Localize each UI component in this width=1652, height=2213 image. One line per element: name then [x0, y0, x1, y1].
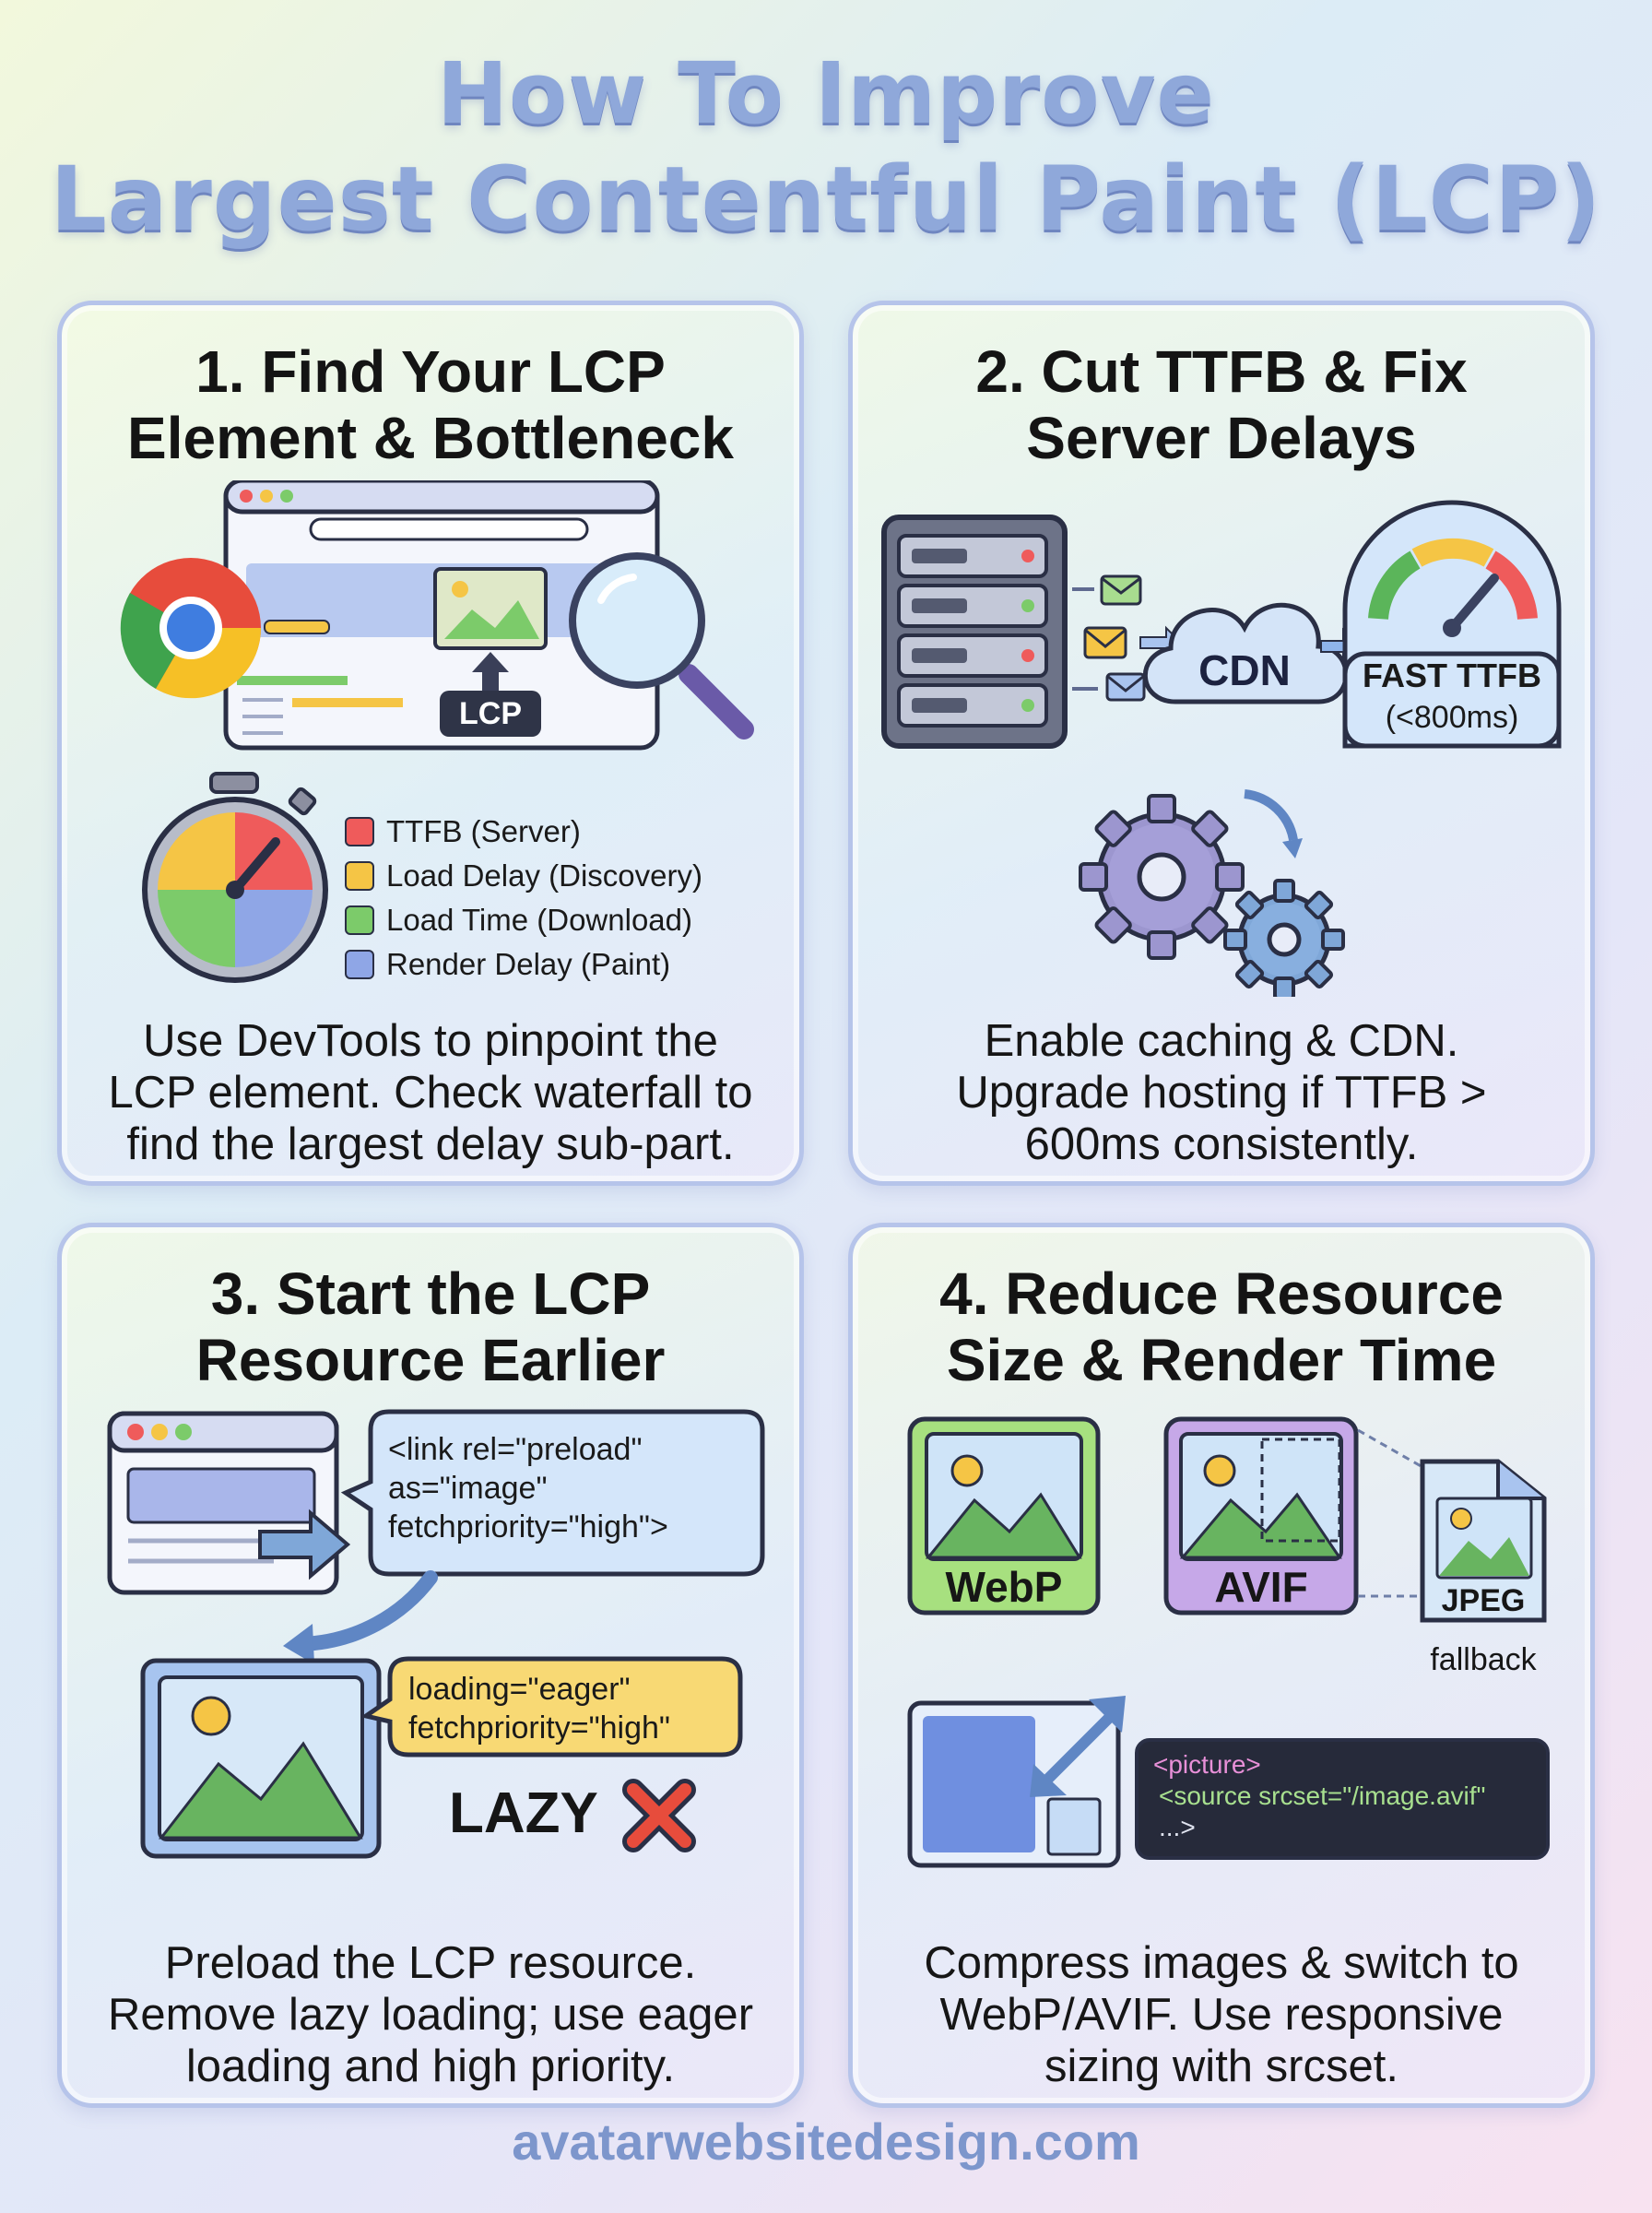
- card-reduce-size: 4. Reduce Resource Size & Render Time We…: [848, 1223, 1595, 2108]
- card-title-line1: 4. Reduce Resource: [939, 1260, 1504, 1327]
- legend-item-load-time: Load Time (Download): [386, 903, 692, 937]
- stopwatch-icon: [142, 772, 328, 983]
- format-label-avif: AVIF: [1214, 1563, 1307, 1611]
- browser-window-icon: [223, 480, 660, 751]
- card-title-line2: Server Delays: [1026, 405, 1417, 471]
- desc-line2: WebP/AVIF. Use responsive: [939, 1990, 1504, 2040]
- avif-image-icon: AVIF: [1163, 1416, 1359, 1615]
- desc-line1: Compress images & switch to: [924, 1938, 1519, 1988]
- code-line: <link rel="preload": [388, 1432, 643, 1467]
- responsive-image-icon: [907, 1696, 1126, 1868]
- lazy-label: LAZY: [449, 1781, 598, 1845]
- preload-code-bubble: <link rel="preload" as="image" fetchprio…: [340, 1409, 765, 1577]
- gauge-label-line2: (<800ms): [1386, 700, 1519, 735]
- card-title-line2: Element & Bottleneck: [127, 405, 734, 471]
- card-description: Preload the LCP resource. Remove lazy lo…: [80, 1937, 781, 2092]
- lcp-badge: [440, 691, 541, 737]
- legend-item-ttfb: TTFB (Server): [386, 814, 581, 848]
- card3-illustration: <link rel="preload" as="image" fetchprio…: [107, 1409, 765, 1859]
- code-line: fetchpriority="high">: [388, 1509, 668, 1544]
- card-title-line1: 1. Find Your LCP: [195, 338, 666, 405]
- gauge-label-line1: FAST TTFB: [1363, 657, 1541, 694]
- card-title-line2: Size & Render Time: [946, 1327, 1497, 1393]
- speed-gauge-icon: FAST TTFB (<800ms): [1342, 500, 1562, 749]
- arrow-right-icon: [258, 1509, 351, 1580]
- card-description: Use DevTools to pinpoint the LCP element…: [80, 1015, 781, 1170]
- card4-illustration: WebP AVIF JPEG fallback: [907, 1416, 1550, 1868]
- card-title-line2: Resource Earlier: [195, 1327, 666, 1393]
- page-title-line2: Largest Contentful Paint (LCP): [50, 148, 1602, 251]
- card-title: 2. Cut TTFB & Fix Server Delays: [853, 338, 1590, 471]
- code-line: as="image": [388, 1471, 548, 1506]
- desc-line3: loading and high priority.: [185, 2041, 676, 2091]
- browser-window-icon: [107, 1411, 339, 1595]
- card2-illustration: CDN FAST TTFB (<800ms): [881, 500, 1562, 997]
- page-title-line1: How To Improve: [437, 44, 1215, 143]
- code-line: <source srcset="/image.avif": [1159, 1781, 1485, 1810]
- lcp-label: LCP: [459, 696, 522, 731]
- format-label-webp: WebP: [946, 1563, 1063, 1611]
- fallback-label: fallback: [1430, 1642, 1537, 1677]
- gears-icon: [1079, 789, 1345, 997]
- desc-line1: Preload the LCP resource.: [164, 1938, 697, 1988]
- cdn-label: CDN: [1198, 646, 1291, 694]
- picture-code-block: <picture> <source srcset="/image.avif" .…: [1135, 1738, 1550, 1860]
- desc-line2: LCP element. Check waterfall to: [108, 1068, 753, 1118]
- desc-line2: Upgrade hosting if TTFB >: [956, 1068, 1487, 1118]
- card-title-line1: 2. Cut TTFB & Fix: [975, 338, 1468, 405]
- webp-image-icon: WebP: [907, 1416, 1101, 1615]
- card-title: 3. Start the LCP Resource Earlier: [62, 1260, 799, 1393]
- image-icon: [140, 1658, 382, 1859]
- code-line: <picture>: [1153, 1750, 1261, 1779]
- cross-icon: [622, 1779, 696, 1852]
- code-line: loading="eager": [408, 1672, 631, 1707]
- card-find-lcp: 1. Find Your LCP Element & Bottleneck LC…: [57, 301, 804, 1186]
- eager-code-bubble: loading="eager" fetchpriority="high": [360, 1656, 743, 1757]
- desc-line3: find the largest delay sub-part.: [126, 1119, 735, 1169]
- waterfall-legend: TTFB (Server) Load Delay (Discovery) Loa…: [345, 814, 702, 981]
- chrome-icon: [120, 558, 262, 699]
- desc-line3: 600ms consistently.: [1024, 1119, 1419, 1169]
- format-label-jpeg: JPEG: [1442, 1583, 1526, 1618]
- card-title-line1: 3. Start the LCP: [210, 1260, 651, 1327]
- desc-line2: Remove lazy loading; use eager: [107, 1990, 754, 2040]
- desc-line1: Use DevTools to pinpoint the: [143, 1016, 718, 1066]
- code-line: ...>: [1159, 1813, 1196, 1841]
- footer-site-link[interactable]: avatarwebsitedesign.com: [512, 2112, 1140, 2171]
- card-description: Enable caching & CDN. Upgrade hosting if…: [871, 1015, 1572, 1170]
- card-start-earlier: 3. Start the LCP Resource Earlier <link …: [57, 1223, 804, 2108]
- card-title: 4. Reduce Resource Size & Render Time: [853, 1260, 1590, 1393]
- desc-line1: Enable caching & CDN.: [984, 1016, 1459, 1066]
- code-line: fetchpriority="high": [408, 1710, 670, 1746]
- legend-item-render-delay: Render Delay (Paint): [386, 947, 670, 981]
- legend-item-load-delay: Load Delay (Discovery): [386, 858, 702, 893]
- card-cut-ttfb: 2. Cut TTFB & Fix Server Delays: [848, 301, 1595, 1186]
- card1-illustration: LCP TTFB (Ser: [120, 480, 754, 983]
- server-icon: [881, 515, 1068, 749]
- card-description: Compress images & switch to WebP/AVIF. U…: [871, 1937, 1572, 2092]
- jpeg-file-icon: JPEG: [1420, 1459, 1547, 1623]
- magnifier-icon: [569, 552, 754, 740]
- curved-arrow-icon: [294, 1570, 438, 1651]
- card-title: 1. Find Your LCP Element & Bottleneck: [62, 338, 799, 471]
- cloud-icon: CDN: [1143, 602, 1349, 704]
- desc-line3: sizing with srcset.: [1044, 2041, 1398, 2091]
